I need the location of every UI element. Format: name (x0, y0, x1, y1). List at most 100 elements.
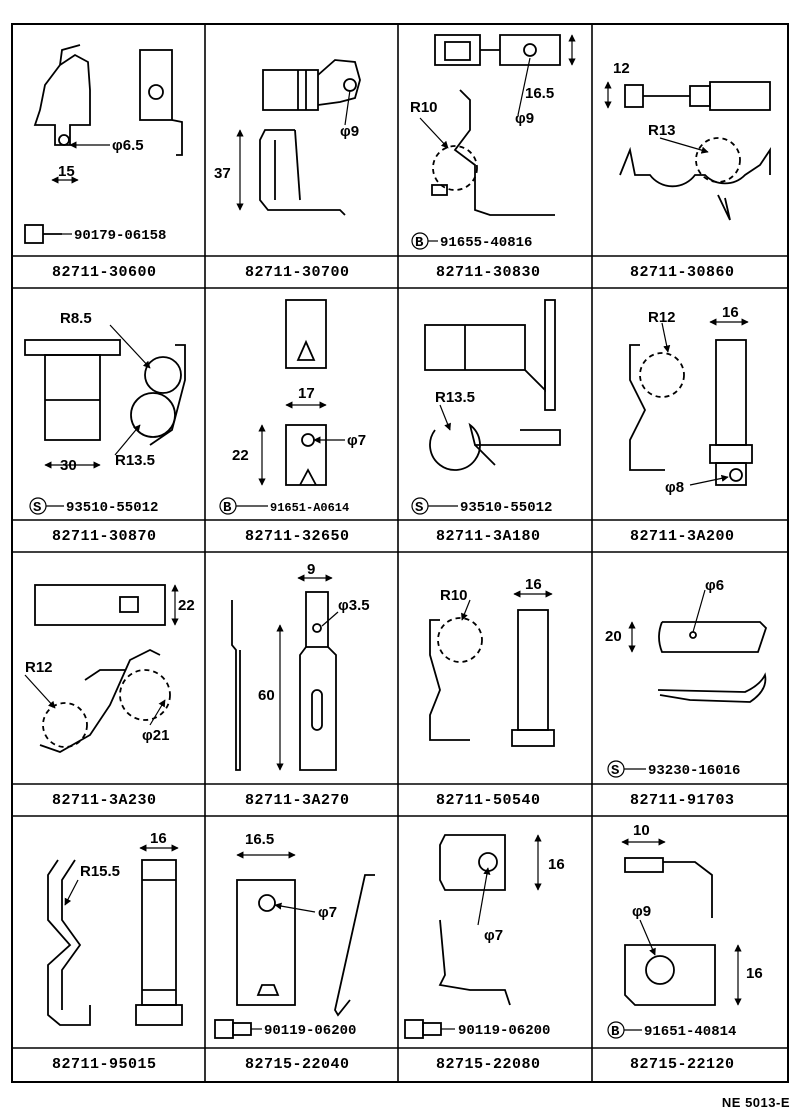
dim-label: 12 (613, 60, 630, 77)
cell-16-dims (607, 838, 742, 1039)
cell-9-dims (24, 584, 179, 726)
cell-14-drawing (214, 874, 375, 1039)
dim-label: 16 (548, 856, 565, 873)
part-number: 82711-32650 (245, 528, 350, 545)
part-number: 82711-30870 (52, 528, 157, 545)
cell-13-dims (64, 844, 179, 906)
dim-label: R10 (410, 99, 438, 116)
cell-9-drawing (34, 584, 171, 753)
part-number: 82715-22080 (436, 1056, 541, 1073)
dim-label: 30 (60, 457, 77, 474)
dim-label: R10 (440, 587, 468, 604)
bolt-number: 90119-06200 (458, 1023, 550, 1039)
dim-label: φ8 (665, 479, 684, 496)
dim-label: R13.5 (115, 452, 155, 469)
dim-label: 16 (150, 830, 167, 847)
dim-label: φ9 (515, 110, 534, 127)
bolt-prefix: B (611, 1024, 620, 1040)
bolt-number: 93510-55012 (460, 500, 552, 516)
part-number: 82711-91703 (630, 792, 735, 809)
cell-1-dims (51, 141, 110, 235)
cell-4-dims (604, 81, 709, 154)
dim-label: φ7 (347, 432, 366, 449)
dim-label: R12 (25, 659, 53, 676)
dim-label: 16 (525, 576, 542, 593)
part-number: 82711-3A200 (630, 528, 735, 545)
bolt-prefix: B (415, 235, 424, 251)
cell-8-drawing (629, 339, 753, 486)
bolt-prefix: S (33, 500, 41, 516)
cell-10-drawing (231, 591, 337, 771)
dim-label: φ6.5 (112, 137, 144, 154)
cell-6-dims (219, 401, 345, 515)
dim-label: R12 (648, 309, 676, 326)
part-number: 82711-50540 (436, 792, 541, 809)
drawing-code: NE 5013-E (721, 1095, 790, 1110)
dim-label: 16.5 (245, 831, 274, 848)
bolt-number: 91651-40814 (644, 1024, 736, 1040)
cell-8-dims (661, 318, 749, 486)
part-number: 82711-30830 (436, 264, 541, 281)
dim-label: 16 (722, 304, 739, 321)
dim-label: 22 (232, 447, 249, 464)
dim-label: φ7 (484, 927, 503, 944)
dim-label: R15.5 (80, 863, 120, 880)
cell-7-drawing (424, 299, 561, 471)
dim-label: 9 (307, 561, 315, 578)
cell-4-drawing (619, 81, 771, 221)
table-frame (11, 23, 789, 1083)
dim-label: 60 (258, 687, 275, 704)
cell-12-drawing (657, 621, 768, 703)
part-number: 82711-3A270 (245, 792, 350, 809)
dim-label: R13.5 (435, 389, 475, 406)
cell-15-dims (441, 834, 542, 1030)
dim-label: 20 (605, 628, 622, 645)
cell-13-drawing (47, 859, 183, 1026)
part-number: 82711-3A230 (52, 792, 157, 809)
dim-label: R8.5 (60, 310, 92, 327)
part-number: 82711-3A180 (436, 528, 541, 545)
bolt-prefix: B (223, 500, 232, 516)
part-number: 82711-30600 (52, 264, 157, 281)
part-number: 82711-95015 (52, 1056, 157, 1073)
cell-3-dims (411, 34, 576, 250)
cell-14-dims (236, 851, 316, 1030)
cell-11-drawing (429, 609, 555, 747)
dim-label: φ3.5 (338, 597, 370, 614)
dim-label: φ21 (142, 727, 169, 744)
bolt-prefix: S (415, 500, 423, 516)
bolt-prefix: S (611, 763, 619, 779)
dim-label: 10 (633, 822, 650, 839)
dim-label: 16.5 (525, 85, 554, 102)
dim-label: φ9 (632, 903, 651, 920)
part-number: 82711-30700 (245, 264, 350, 281)
cell-5-dims (29, 324, 151, 515)
dim-label: 16 (746, 965, 763, 982)
cell-1-drawing (24, 44, 183, 244)
dim-label: φ7 (318, 904, 337, 921)
bolt-number: 93230-16016 (648, 763, 740, 779)
cell-16-drawing (624, 857, 716, 1006)
part-number: 82711-30860 (630, 264, 735, 281)
bolt-number: 91655-40816 (440, 235, 532, 251)
cell-7-dims (411, 404, 458, 515)
dim-label: 22 (178, 597, 195, 614)
bolt-number: 90119-06200 (264, 1023, 356, 1039)
cell-10-dims (276, 574, 339, 771)
cell-2-dims (236, 89, 351, 211)
dim-label: R13 (648, 122, 676, 139)
bolt-number: 93510-55012 (66, 500, 158, 516)
bolt-number: 90179-06158 (74, 228, 166, 244)
cell-2-drawing (259, 59, 361, 216)
cell-12-dims (607, 589, 706, 778)
cell-3-drawing (431, 34, 561, 216)
dim-label: φ6 (705, 577, 724, 594)
bolt-number: 91651-A0614 (270, 501, 349, 515)
cell-11-dims (461, 590, 553, 621)
dim-label: 15 (58, 163, 75, 180)
dim-label: 17 (298, 385, 315, 402)
cell-6-drawing (285, 299, 327, 486)
cell-5-drawing (24, 339, 186, 446)
dim-label: φ9 (340, 123, 359, 140)
